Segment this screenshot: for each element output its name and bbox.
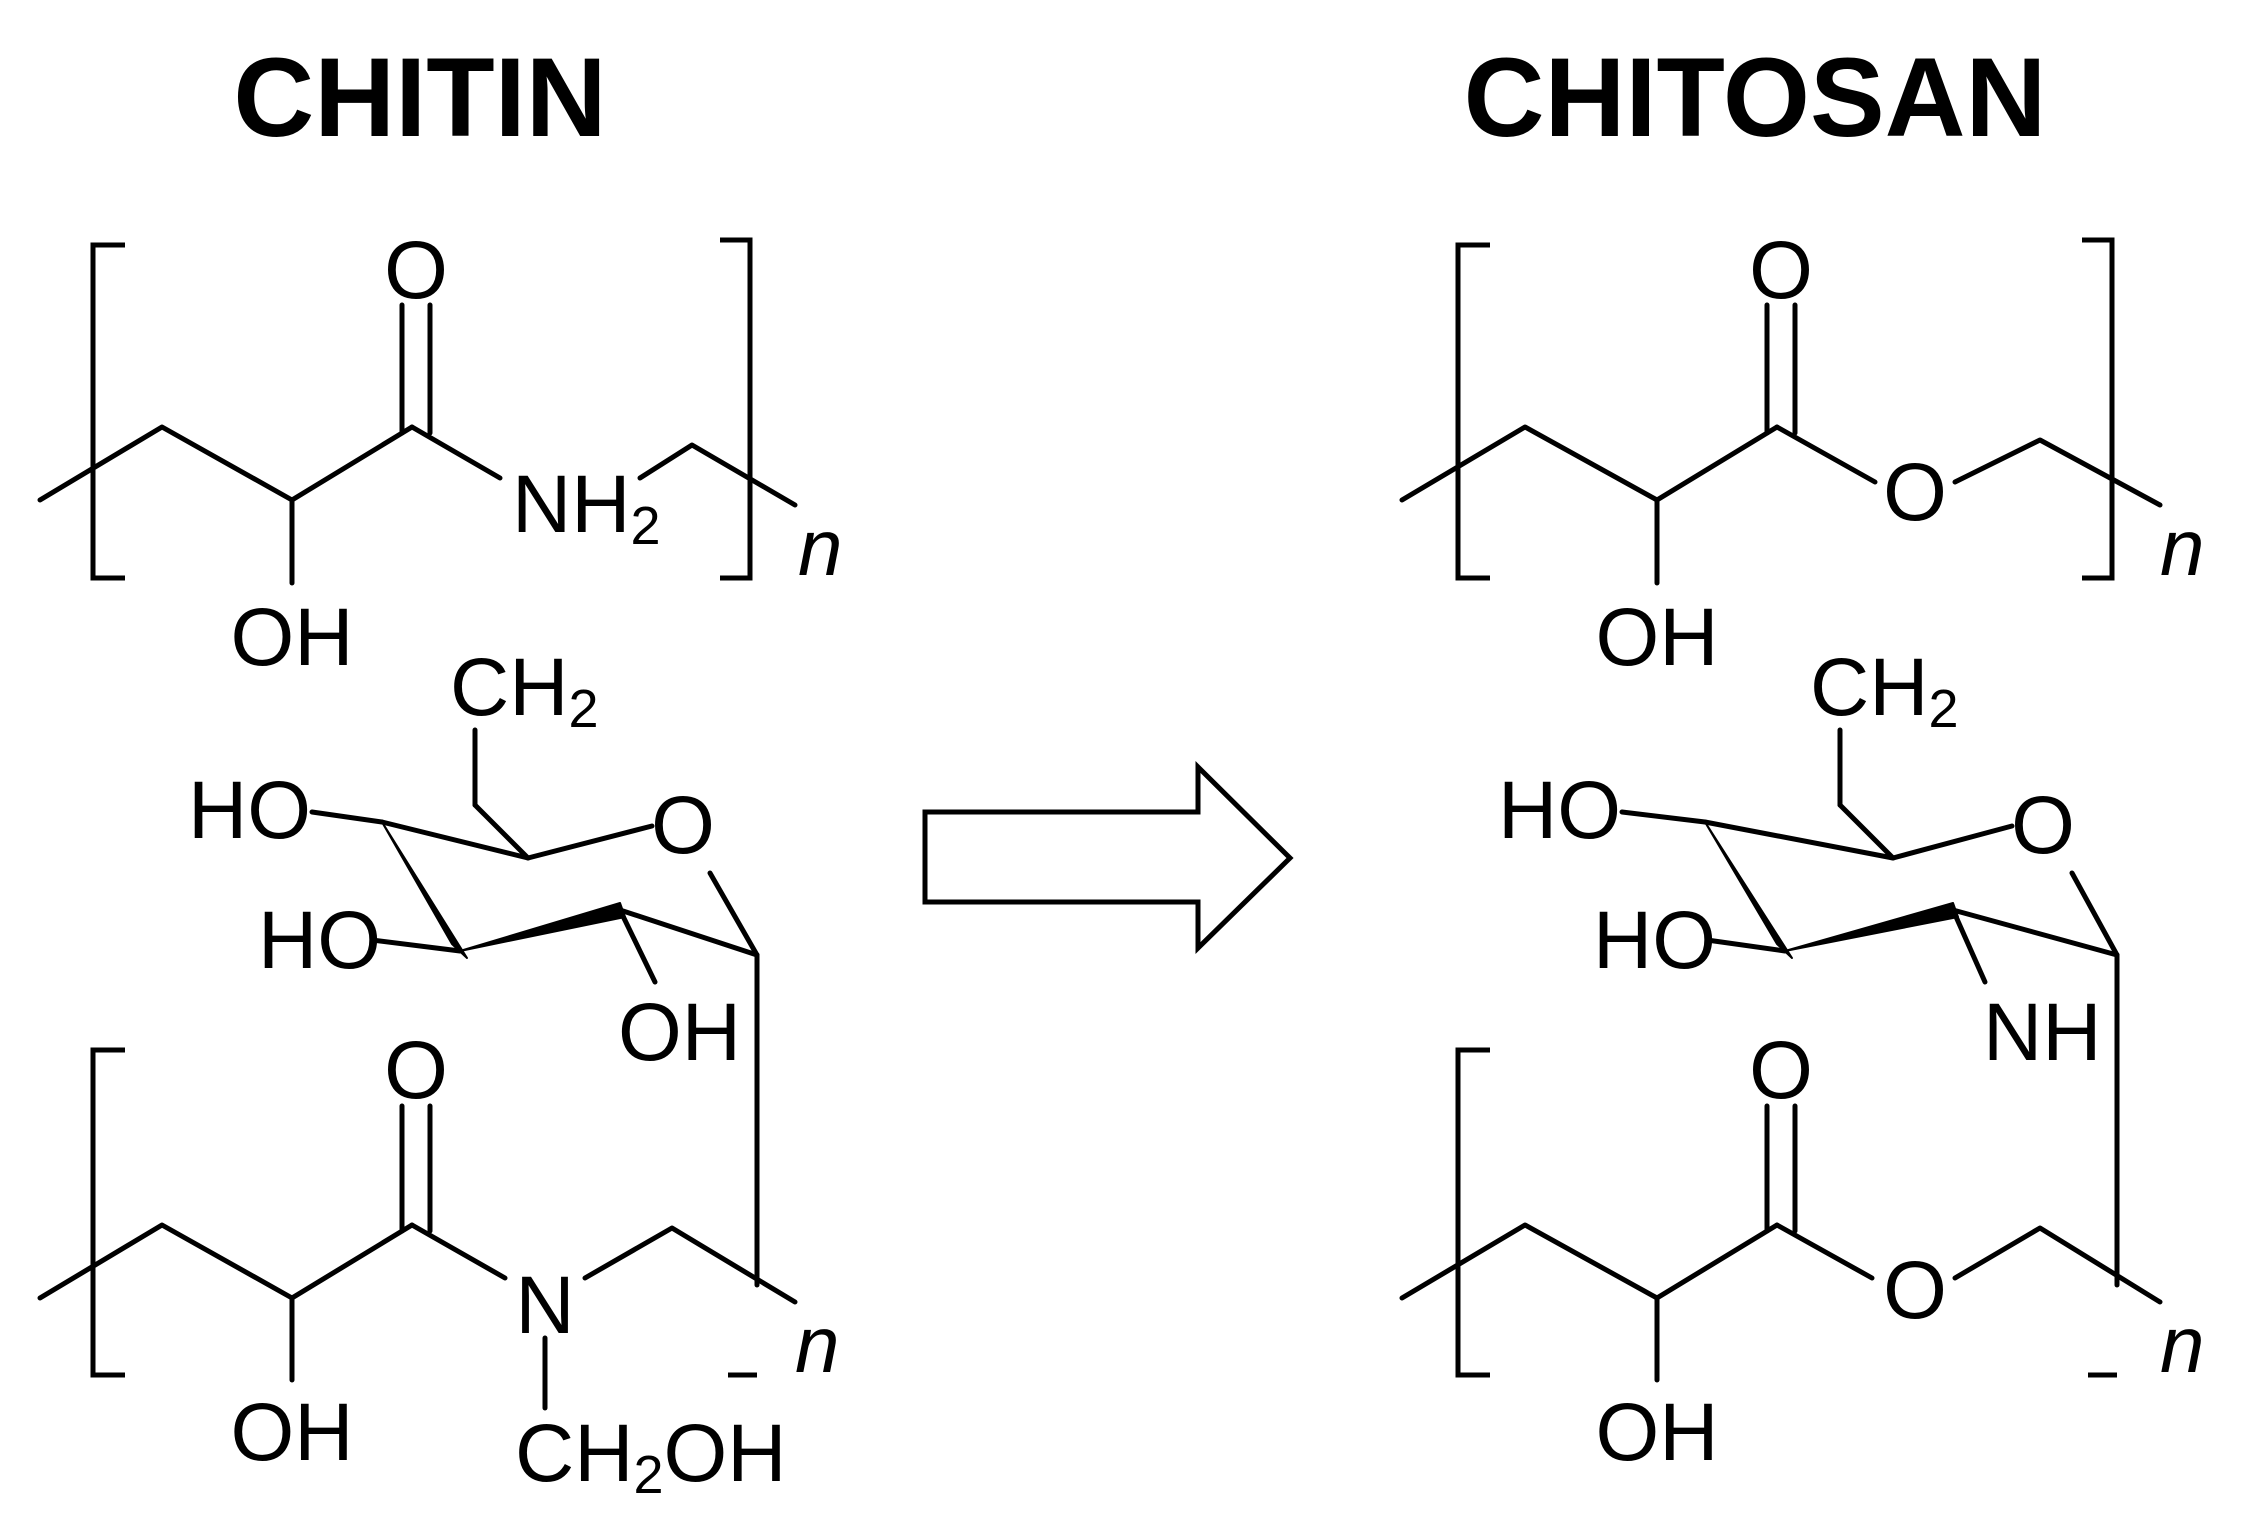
chitosan-bottom-carbonyl-o: O <box>1749 1025 1813 1116</box>
chitin-top-unit: O NH2 OH n <box>37 225 843 683</box>
chitin-title: CHITIN <box>233 35 606 160</box>
chitosan-glucosamine-ring: CH2 HO O HO NH <box>1498 642 2120 1288</box>
chitin-ring-ch2: CH2 <box>450 642 598 739</box>
chitosan-top-right-bracket <box>2082 237 2115 581</box>
right-hollow-arrow-icon <box>922 761 1294 954</box>
chitosan-title: CHITOSAN <box>1464 35 2047 160</box>
chitosan-bottom-left-bracket <box>1455 1047 1490 1378</box>
chitin-bottom-ch2oh: CH2OH <box>515 1408 786 1505</box>
chitosan-ring-o: O <box>2011 780 2075 871</box>
chitin-bottom-n: N <box>515 1260 574 1351</box>
chitosan-ring-ho-2: HO <box>1593 895 1716 986</box>
chitosan-bottom-ester-o: O <box>1883 1245 1947 1336</box>
chitosan-ring-ch2: CH2 <box>1810 642 1958 739</box>
chitin-top-repeat-n: n <box>798 503 843 592</box>
chitin-top-amine-label: NH2 <box>512 459 660 556</box>
chitin-top-left-bracket <box>90 242 125 581</box>
chitin-glucose-ring: CH2 HO O HO OH <box>188 642 760 1288</box>
chitosan-top-ester-o: O <box>1883 447 1947 538</box>
chitosan-top-repeat-n: n <box>2160 503 2205 592</box>
chitin-top-carbonyl-o: O <box>384 225 448 316</box>
chitin-top-right-bracket <box>720 237 753 581</box>
chitin-top-hydroxyl: OH <box>231 592 354 683</box>
chitin-ring-ho-1: HO <box>188 765 311 856</box>
chitosan-bottom-repeat-n: n <box>2160 1300 2205 1389</box>
chitin-ring-ho-2: HO <box>258 895 381 986</box>
chitosan-bottom-hydroxyl: OH <box>1596 1387 1719 1478</box>
chitin-ring-wedge-front <box>459 902 626 952</box>
chitosan-ring-nh: NH <box>1983 987 2101 1078</box>
chitin-ring-wedge-left <box>381 821 468 959</box>
chitin-bottom-hydroxyl: OH <box>231 1387 354 1478</box>
chitosan-ring-ho-1: HO <box>1498 765 1621 856</box>
chitin-bottom-repeat-n: n <box>795 1300 840 1389</box>
chitin-bottom-unit: O N OH CH2OH n <box>37 1025 840 1505</box>
chitosan-top-left-bracket <box>1455 242 1490 581</box>
chitin-ring-o: O <box>651 780 715 871</box>
chitosan-top-unit: O O OH n <box>1399 225 2205 683</box>
chitosan-ring-wedge-front <box>1784 902 1959 952</box>
chitosan-bottom-unit: O O OH n <box>1399 1025 2205 1478</box>
chitin-ring-oh: OH <box>618 987 741 1078</box>
chitin-bottom-carbonyl-o: O <box>384 1025 448 1116</box>
chitin-top-backbone <box>37 424 415 503</box>
chitosan-ring-wedge-left <box>1704 821 1793 959</box>
chitosan-top-hydroxyl: OH <box>1596 592 1719 683</box>
chitosan-top-carbonyl-o: O <box>1749 225 1813 316</box>
chitin-bottom-left-bracket <box>90 1047 125 1378</box>
